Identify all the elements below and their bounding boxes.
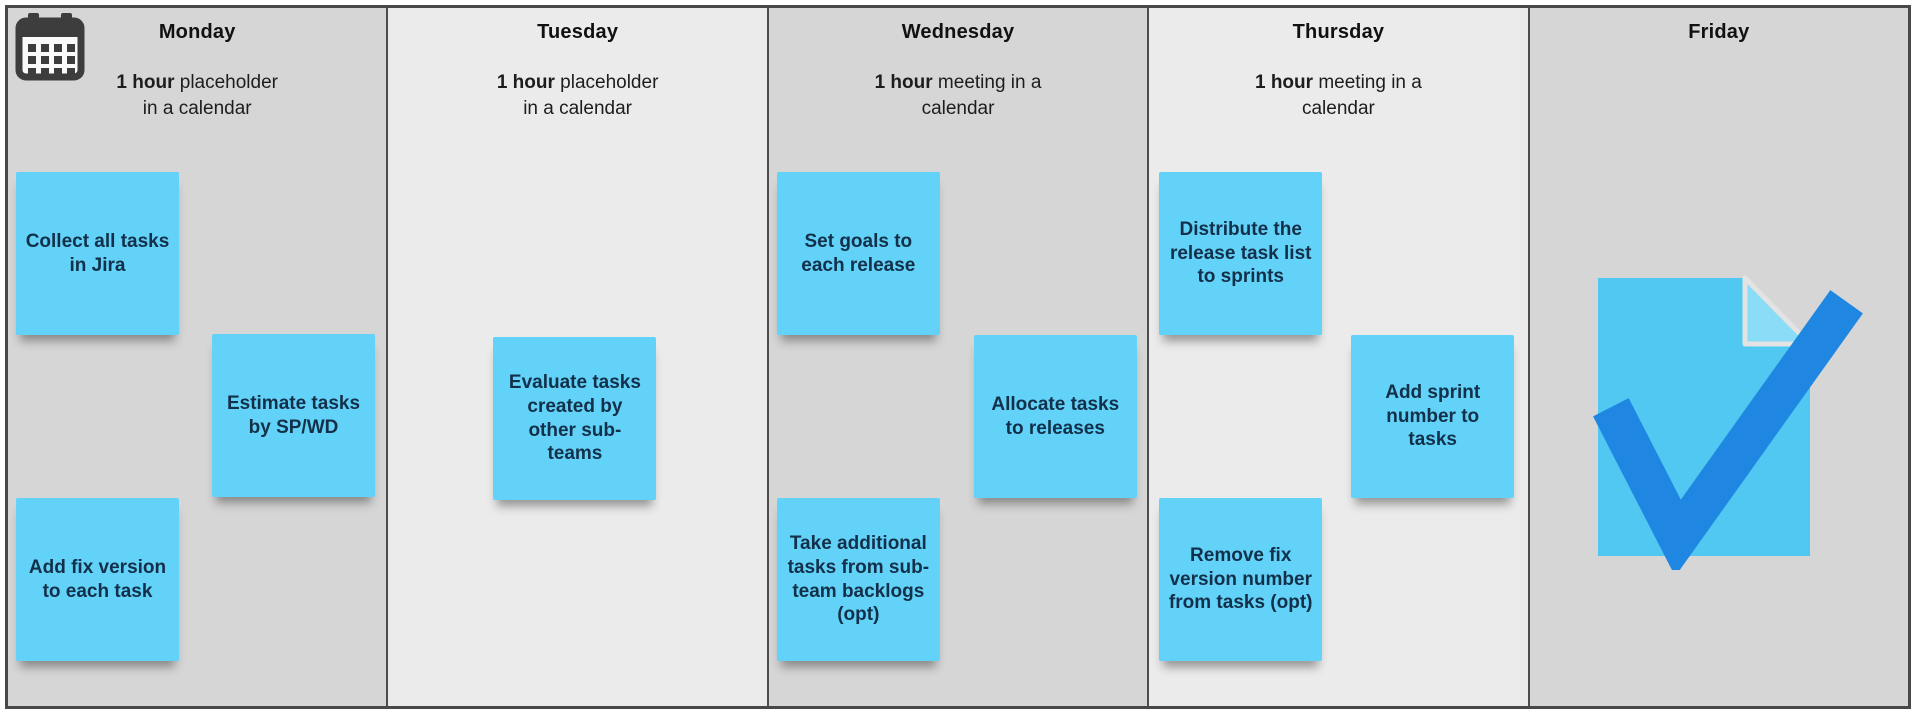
- column-tuesday: Tuesday 1 hour placeholder in a calendar…: [388, 8, 769, 706]
- day-header-wednesday: Wednesday: [901, 21, 1015, 43]
- column-subtitle: 1 hour meeting in a calendar: [769, 70, 1147, 121]
- subtitle-bold: 1 hour: [874, 72, 933, 93]
- subtitle-line2: in a calendar: [142, 97, 252, 119]
- subtitle-bold: 1 hour: [1254, 72, 1314, 93]
- sticky-note[interactable]: Take additional tasks from sub-team back…: [776, 498, 940, 661]
- subtitle-line2: calendar: [921, 97, 995, 119]
- column-thursday: Thursday 1 hour meeting in a calendar Di…: [1149, 8, 1530, 706]
- subtitle-rest: placeholder: [554, 72, 659, 93]
- sticky-note[interactable]: Distribute the release task list to spri…: [1159, 172, 1323, 335]
- sticky-note[interactable]: Estimate tasks by SP/WD: [212, 334, 375, 497]
- sticky-note[interactable]: Collect all tasks in Jira: [16, 172, 179, 335]
- sticky-note[interactable]: Allocate tasks to releases: [973, 335, 1137, 498]
- subtitle-rest: placeholder: [174, 72, 278, 93]
- subtitle-rest: meeting in a: [932, 72, 1042, 93]
- subtitle-bold: 1 hour: [496, 72, 555, 93]
- day-header-monday: Monday: [158, 21, 236, 43]
- column-monday: Monday 1 hour placeholder in a calendar …: [8, 8, 389, 706]
- calendar-icon: [15, 13, 85, 81]
- column-subtitle: 1 hour meeting in a calendar: [1149, 70, 1527, 121]
- sticky-note[interactable]: Add sprint number to tasks: [1351, 335, 1515, 498]
- day-header-tuesday: Tuesday: [537, 21, 619, 43]
- day-header-thursday: Thursday: [1292, 21, 1385, 43]
- subtitle-bold: 1 hour: [116, 72, 175, 93]
- weekly-plan-board: Monday 1 hour placeholder in a calendar …: [5, 5, 1911, 709]
- sticky-note[interactable]: Remove fix version number from tasks (op…: [1159, 498, 1323, 661]
- subtitle-line2: in a calendar: [523, 97, 632, 119]
- sticky-note[interactable]: Add fix version to each task: [16, 498, 179, 661]
- subtitle-line2: calendar: [1301, 97, 1375, 119]
- column-wednesday: Wednesday 1 hour meeting in a calendar S…: [768, 8, 1150, 706]
- sticky-note[interactable]: Evaluate tasks created by other sub-team…: [493, 337, 657, 500]
- subtitle-rest: meeting in a: [1313, 72, 1422, 93]
- column-friday: Friday: [1529, 8, 1909, 706]
- day-header-friday: Friday: [1688, 21, 1750, 43]
- column-subtitle: 1 hour placeholder in a calendar: [8, 70, 386, 121]
- column-subtitle: 1 hour placeholder in a calendar: [388, 70, 766, 121]
- document-check-icon: [1592, 275, 1863, 570]
- sticky-note[interactable]: Set goals to each release: [776, 172, 940, 335]
